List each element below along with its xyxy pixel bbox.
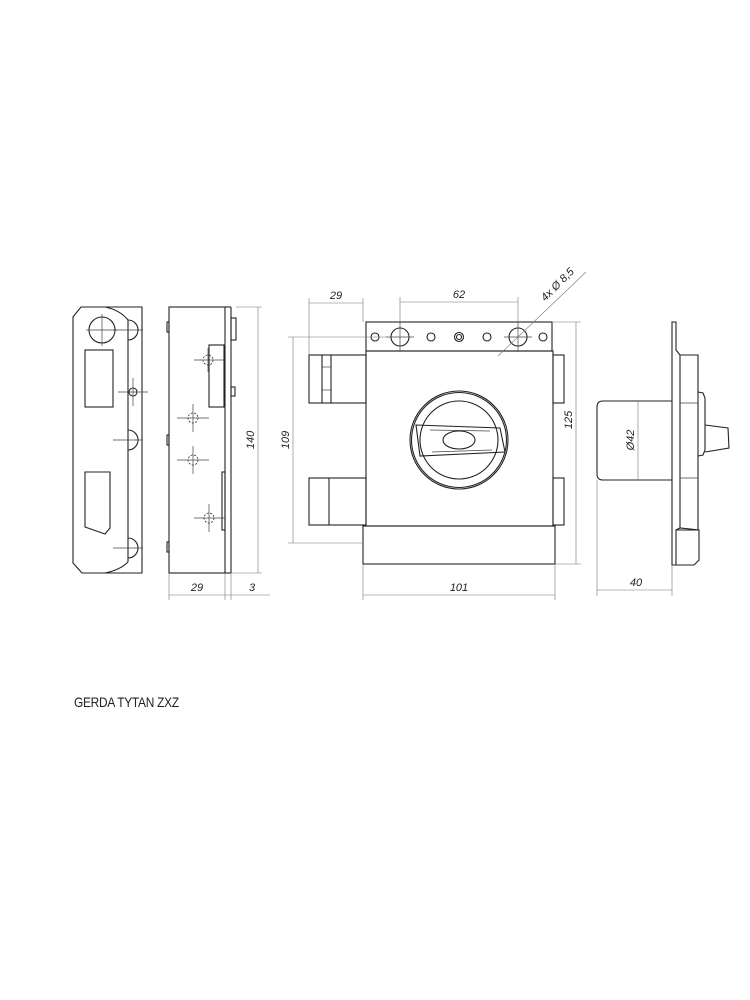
dim-29-bolt: 29 xyxy=(329,290,342,302)
lock-front-view: 29 62 4x Ø 8,5 109 125 101 xyxy=(280,265,587,600)
product-title: GERDA TYTAN ZXZ xyxy=(74,694,179,710)
dim-hole-spec: 4x Ø 8,5 xyxy=(539,265,578,304)
strike-plate-view xyxy=(72,306,148,574)
dim-62: 62 xyxy=(453,289,465,301)
dim-125: 125 xyxy=(563,410,575,429)
mounting-holes xyxy=(370,322,548,352)
dim-3: 3 xyxy=(249,582,256,594)
dim-109: 109 xyxy=(280,431,292,449)
side-view: 140 29 3 xyxy=(166,306,270,600)
dim-diameter-42: Ø42 xyxy=(625,430,637,452)
dim-29-side: 29 xyxy=(190,582,203,594)
dim-140: 140 xyxy=(245,430,257,449)
dim-101: 101 xyxy=(450,582,468,594)
screw-hole-markers xyxy=(177,348,225,532)
dim-40: 40 xyxy=(630,577,643,589)
cylinder-knob xyxy=(409,390,509,490)
profile-view: Ø42 40 xyxy=(596,321,730,596)
